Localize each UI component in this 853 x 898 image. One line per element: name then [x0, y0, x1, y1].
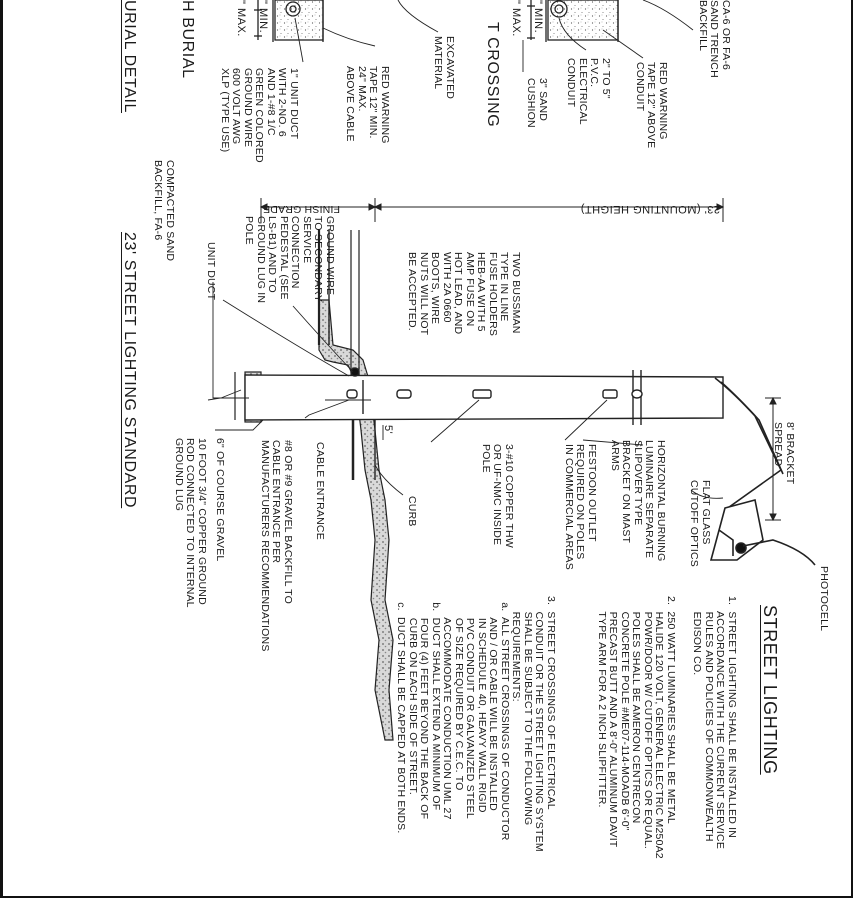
copper-thw-label: 3-#10 COPPER THW OR UF-NMC INSIDE POLE [480, 444, 515, 548]
standard-title: 23' STREET LIGHTING STANDARD [121, 232, 138, 509]
trench-detail-left [254, 0, 324, 42]
pole [244, 230, 724, 425]
note-2: 2. 250 WATT LUMINARIES SHALL BE METAL HA… [596, 596, 677, 859]
ca6-backfill-label: CA-6 OR FA-6 SAND TRENCH BACKFILL [697, 0, 732, 78]
five-ft-dim: 5' [382, 425, 394, 435]
red-tape-label-b: RED WARNING TAPE 12" ABOVE CONDUIT [634, 62, 669, 149]
direct-burial-title: H BURIAL [179, 0, 196, 79]
bracket-spread-label: 8' BRACKET SPREAD [772, 422, 797, 485]
red-tape-label-a: RED WARNING TAPE 12" MIN. 24" MAX. ABOVE… [344, 66, 392, 144]
ground-rod-label: 10 FOOT 3/4" COPPER GROUND ROD CONNECTED… [173, 438, 208, 608]
luminaire-label: HORIZONTAL BURNING LUMINAIRE SEPARATE SL… [609, 440, 667, 562]
photocell-label: PHOTOCELL [818, 566, 830, 632]
ground-profile [317, 230, 394, 741]
street-crossing-title: T CROSSING [484, 22, 501, 128]
davit-arm [709, 377, 816, 566]
drawing-linework [207, 0, 816, 741]
unit-duct-spec-label: 1" UNIT DUCT WITH 2-NO. 6 AND 1-#8 1/C G… [219, 68, 300, 163]
sand-cushion-label: 3" SAND CUSHION [525, 78, 550, 128]
flat-glass-label: FLAT GLASS CUTOFF OPTICS [688, 480, 713, 567]
note-3: 3. STREET CROSSINGS OF ELECTRICAL CONDUI… [395, 596, 558, 852]
gravel-backfill-label: #8 OR #9 GRAVEL BACKFILL TO CABLE ENTRAN… [259, 440, 294, 652]
leaders-pole [207, 282, 724, 499]
mounting-height-dim [259, 198, 725, 222]
compacted-sand-label: COMPACTED SAND BACKFILL, FA-6 [152, 160, 177, 262]
pvc-conduit-label: 2" TO 5" P.V.C. ELECTRICAL CONDUIT [565, 58, 613, 125]
bracket-spread-dim [765, 396, 781, 522]
min-dim-a: " MIN. [257, 0, 269, 34]
burial-detail-title: URIAL DETAIL [121, 0, 138, 114]
fuse-holder-note: TWO BUSSMAN TYPE IN LINE FUSE HOLDERS HE… [406, 252, 523, 337]
note-1: 1. STREET LIGHTING SHALL BE INSTALLED IN… [691, 596, 739, 850]
min-dim-b: " MIN. [532, 0, 544, 34]
street-lighting-title: STREET LIGHTING [760, 605, 780, 775]
excavated-label: EXCAVATED MATERIAL [432, 36, 457, 100]
curb-label: CURB [406, 496, 418, 527]
finish-grade-label: FINISH GRADE [262, 203, 340, 215]
max-dim-b: " MAX. [510, 0, 522, 37]
mounting-height-label: 23' (MOUNTING HEIGHT) [580, 203, 720, 215]
course-gravel-label: 6" OF COURSE GRAVEL [214, 438, 226, 562]
unit-duct-label: UNIT DUCT [205, 242, 217, 301]
max-dim-a: " MAX. [235, 0, 247, 37]
ground-wire-label: GROUND WIRE TO SECONDARY SERVICE CONNECT… [243, 216, 337, 304]
cable-entrance-label: CABLE ENTRANCE [314, 442, 326, 540]
festoon-label: FESTOON OUTLET REQUIRED ON POLES IN COMM… [563, 444, 598, 570]
leaders-burial [294, 0, 694, 72]
